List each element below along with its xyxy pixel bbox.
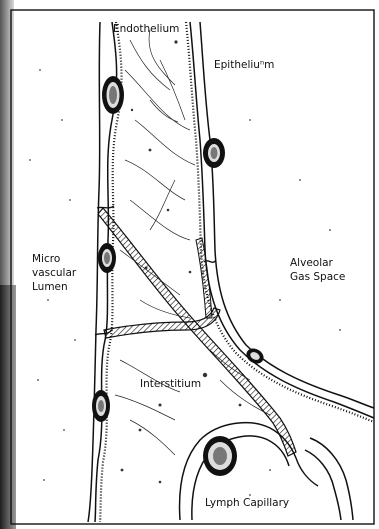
endothelial-nucleus-2 (98, 243, 116, 273)
label-lymph-capillary: Lymph Capillary (205, 497, 289, 509)
label-alveolar-gas-space-line1: Alveolar (290, 257, 334, 269)
label-micro-vascular-lumen-line1: Micro (32, 253, 60, 265)
endothelial-nucleus-1 (102, 76, 124, 114)
epithelial-nucleus-1 (203, 138, 225, 168)
label-endothelium: Endothelium (113, 23, 179, 35)
label-micro-vascular-lumen-line2: vascular (32, 267, 77, 279)
lymph-endothelial-nucleus (203, 436, 237, 476)
label-alveolar-gas-space-line2: Gas Space (290, 271, 345, 283)
label-micro-vascular-lumen-line3: Lumen (32, 281, 68, 293)
left-slide-edge-top (0, 0, 14, 285)
label-interstitium: Interstitium (140, 378, 201, 390)
label-epithelium: Epitheliuⁿm (214, 59, 274, 71)
left-slide-edge-bottom (0, 285, 16, 529)
endothelial-nucleus-3 (92, 390, 110, 422)
